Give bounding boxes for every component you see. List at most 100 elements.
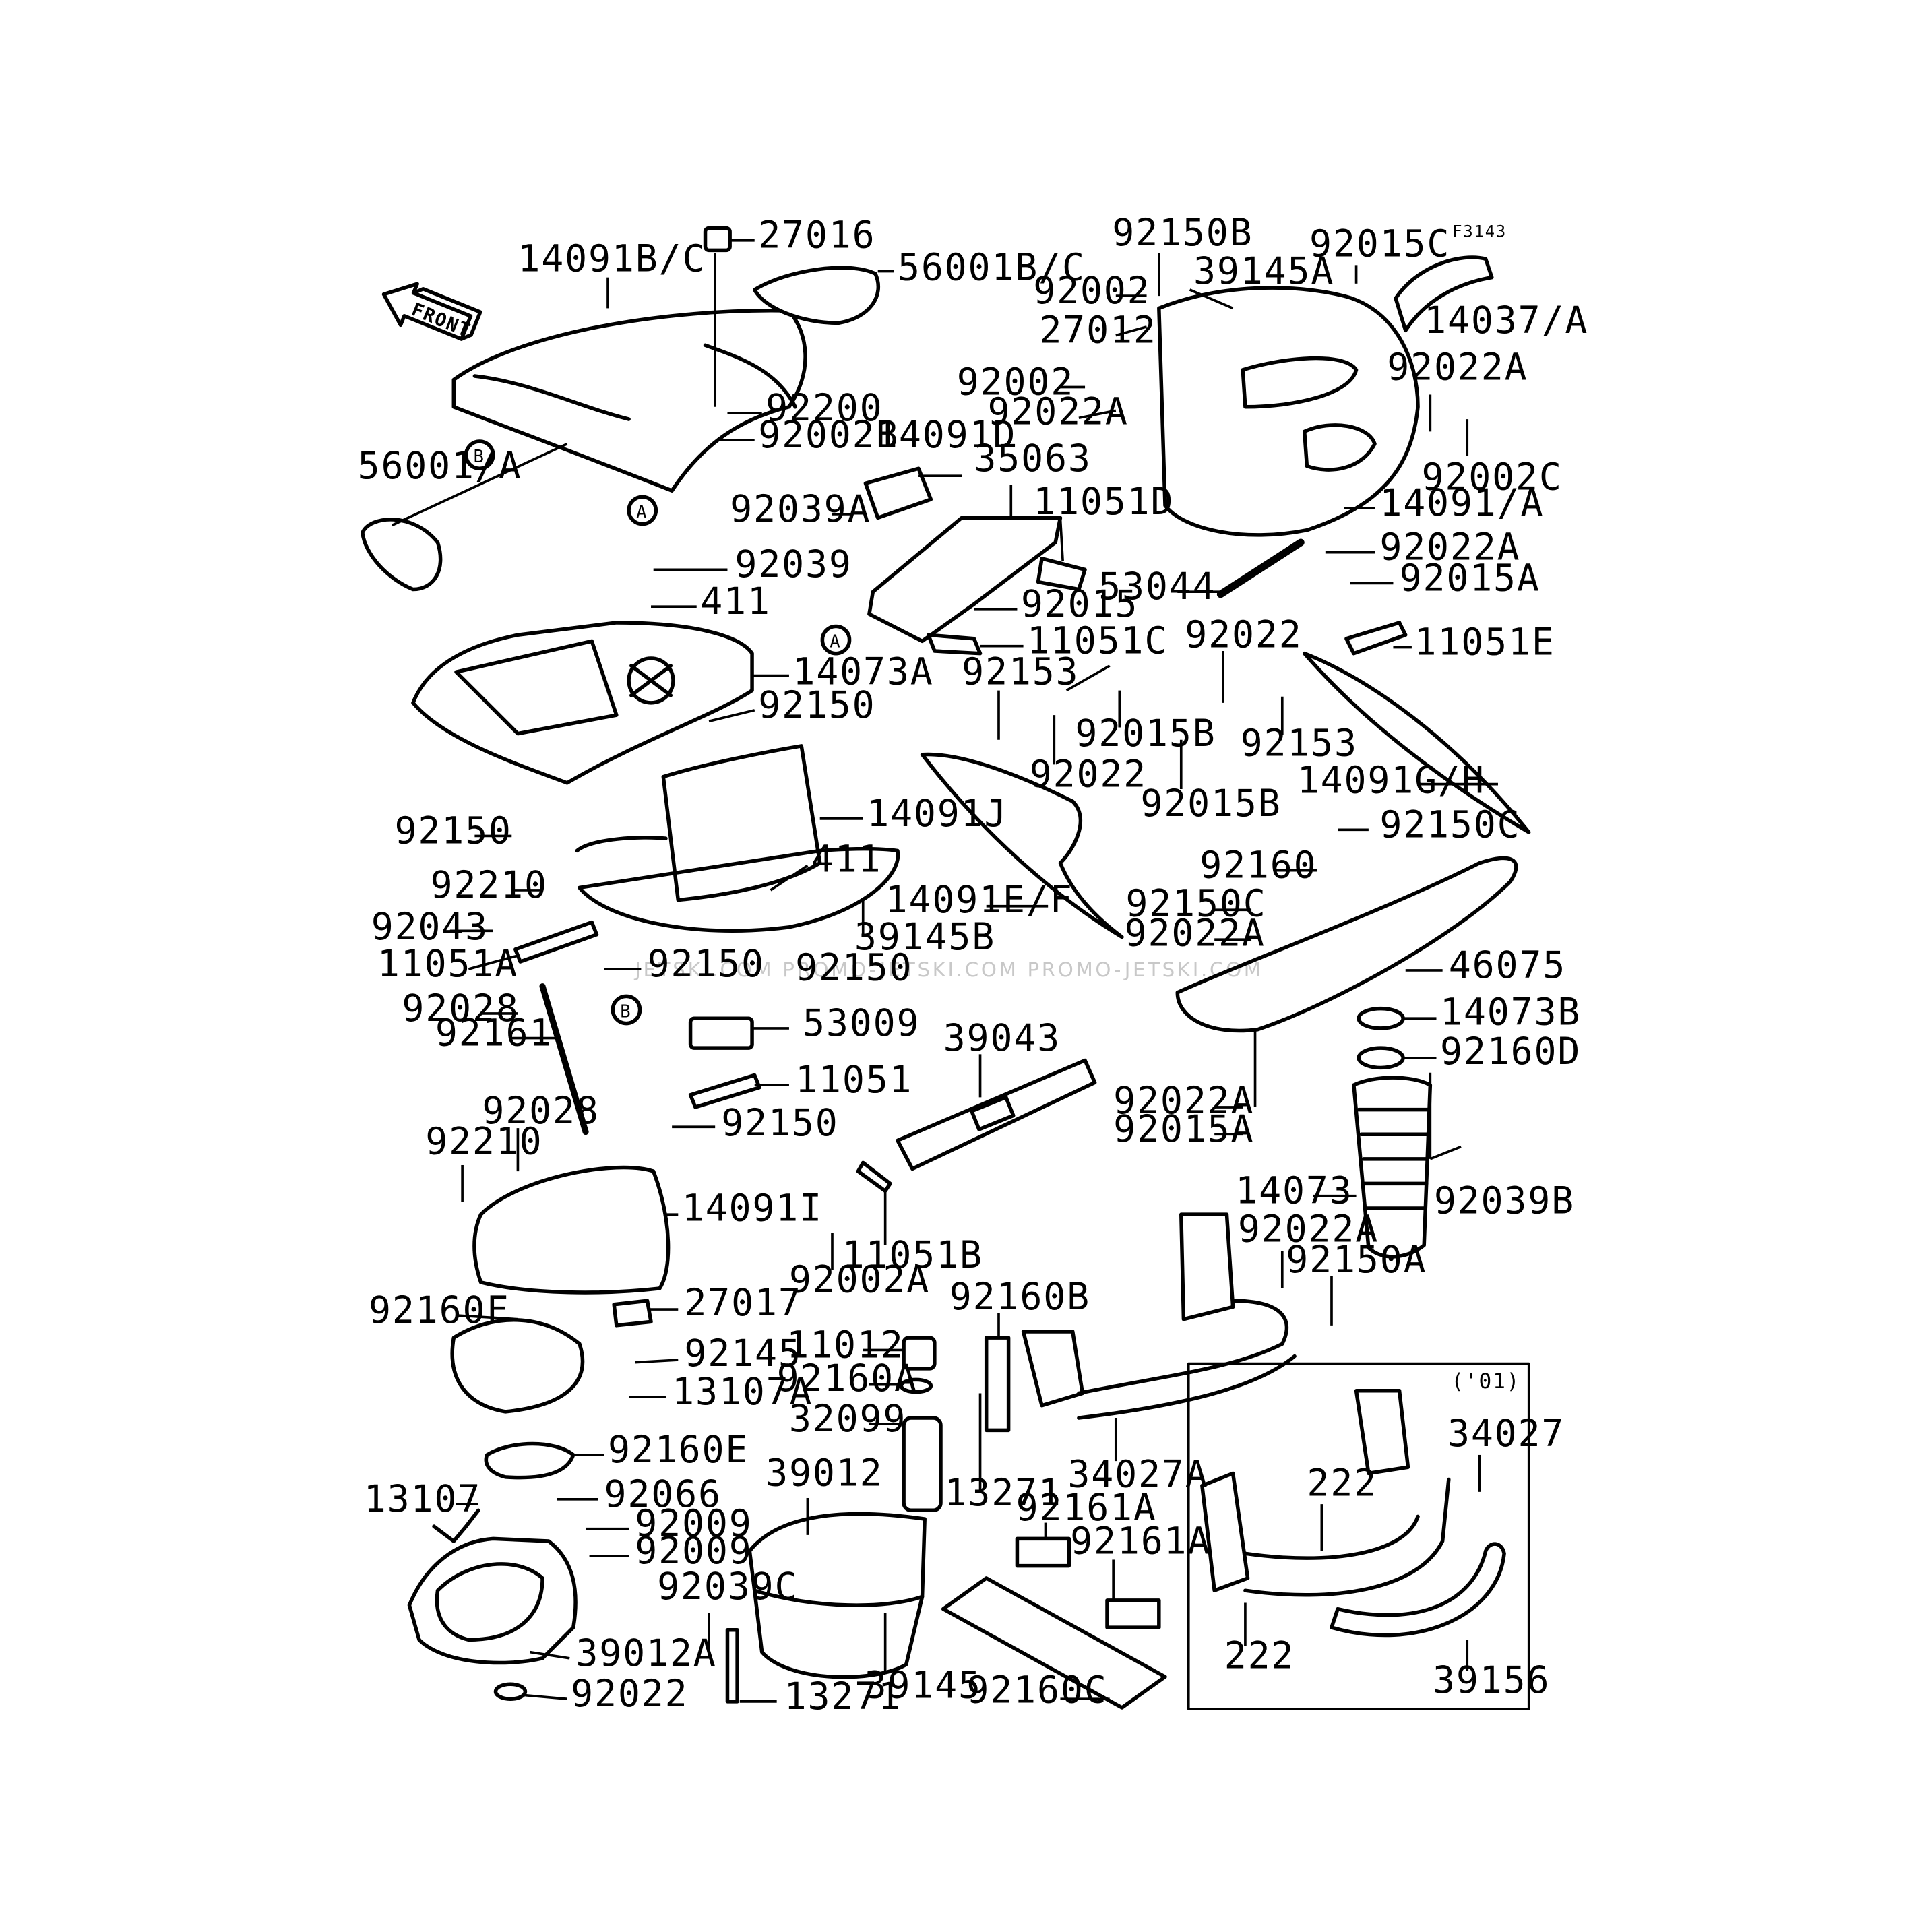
inset-box-01 — [1187, 1362, 1530, 1710]
hood-right-shape — [1157, 286, 1420, 537]
label-92153-b: 92153 — [1241, 722, 1358, 765]
label-39145b: 39145B — [854, 915, 995, 958]
label-92015a-1: 92015A — [1400, 556, 1540, 599]
svg-text:B: B — [474, 447, 485, 467]
svg-text:A: A — [636, 502, 648, 522]
label-92160f: 92160F — [369, 1288, 509, 1332]
label-92022-bottom: 92022 — [571, 1672, 688, 1715]
label-92022-a: 92022 — [1185, 613, 1302, 656]
label-92150-d: 92150 — [795, 946, 912, 989]
label-14091i: 14091I — [682, 1186, 823, 1229]
label-92015: 92015 — [1021, 582, 1138, 625]
label-92160e: 92160E — [608, 1428, 749, 1471]
label-92015b-2: 92015B — [1140, 782, 1281, 825]
latch-53009-shape — [688, 1016, 754, 1050]
label-92150-a: 92150 — [758, 683, 875, 726]
label-92022-b: 92022 — [1030, 752, 1147, 795]
label-39156: 39156 — [1433, 1658, 1550, 1702]
label-222-b: 222 — [1224, 1633, 1295, 1677]
label-92002a: 92002A — [789, 1257, 930, 1301]
label-92028-a: 92028 — [402, 987, 519, 1030]
label-92150c-1: 92150C — [1379, 803, 1520, 846]
callout-b-top: B — [464, 439, 495, 470]
label-92002-a2: 92002 — [957, 360, 1074, 403]
label-92015a-2: 92015A — [1113, 1107, 1254, 1150]
label-92039b: 92039B — [1434, 1179, 1575, 1222]
label-14037a: 14037/A — [1424, 299, 1588, 342]
label-32099: 32099 — [789, 1397, 906, 1440]
label-92022a-3: 92022A — [1379, 526, 1520, 569]
label-34027a: 34027A — [1067, 1453, 1208, 1496]
label-56001bc: 56001B/C — [898, 245, 1086, 288]
label-14073a: 14073A — [792, 650, 933, 693]
label-92002-a1: 92002 — [1033, 269, 1150, 312]
cap-11012-shape — [902, 1336, 937, 1371]
label-39043: 39043 — [943, 1016, 1061, 1059]
label-92150-b: 92150 — [394, 809, 511, 852]
label-14073b: 14073B — [1440, 990, 1581, 1033]
label-56001a: 56001/A — [358, 444, 522, 487]
label-46075: 46075 — [1449, 943, 1566, 987]
label-92210-b: 92210 — [425, 1120, 542, 1163]
label-92022a-6: 92022A — [1113, 1079, 1254, 1122]
hood-cover-inner — [472, 374, 631, 421]
label-92022a-5: 92022A — [1125, 911, 1266, 954]
label-92015c: 92015C — [1309, 222, 1450, 266]
label-92210-a: 92210 — [431, 863, 548, 906]
part-labels: 27016 56001B/C 14091B/C 92200 92002B 560… — [358, 211, 1588, 1718]
label-92066: 92066 — [604, 1472, 722, 1516]
label-92150c-2: 92150C — [1125, 881, 1266, 925]
label-39145: 39145 — [865, 1663, 982, 1706]
label-92150a: 92150A — [1286, 1238, 1427, 1281]
label-92015b-1: 92015B — [1075, 712, 1216, 755]
label-11051e: 11051E — [1414, 621, 1555, 664]
watermark: JETSKI.COM PROMO-JETSKI.COM PROMO-JETSKI… — [633, 958, 1264, 981]
label-92039c: 92039C — [657, 1565, 798, 1608]
label-92161a-1: 92161A — [1016, 1486, 1157, 1529]
label-13271-a: 13271 — [944, 1471, 1061, 1514]
label-92153-a: 92153 — [962, 650, 1079, 693]
side-cover-14091ef-shape — [920, 752, 1124, 939]
label-53009: 53009 — [803, 1001, 920, 1045]
label-13271-b: 13271 — [784, 1675, 902, 1718]
label-92002b: 92002B — [758, 413, 899, 456]
label-14091bc: 14091B/C — [518, 237, 706, 280]
label-11012: 11012 — [786, 1323, 904, 1366]
label-11051d: 11051D — [1033, 480, 1174, 523]
leader-lines — [392, 253, 1498, 1703]
label-92150-e: 92150 — [721, 1101, 838, 1144]
label-11051b: 11051B — [842, 1233, 983, 1276]
label-411-top: 411 — [700, 580, 771, 623]
panel-14091j-shape — [661, 744, 822, 902]
label-27016: 27016 — [758, 214, 875, 257]
hood-cover-shape — [451, 309, 807, 493]
label-92160c: 92160C — [966, 1669, 1107, 1712]
svg-text:A: A — [830, 632, 841, 652]
label-13107a: 13107A — [672, 1370, 813, 1413]
ring-39145b-shape — [575, 836, 900, 933]
label-14091j: 14091J — [867, 792, 1007, 835]
label-14091gh: 14091G/H — [1297, 758, 1485, 801]
label-35063: 35063 — [974, 437, 1091, 480]
label-92150b: 92150B — [1112, 211, 1253, 254]
panel-39043-shape — [896, 1058, 1097, 1171]
bracket-35063-shape — [867, 516, 1063, 644]
label-92022a-7: 92022A — [1238, 1207, 1379, 1250]
callout-a-mid: A — [820, 624, 852, 656]
callout-b-mid: B — [611, 994, 642, 1026]
bellows-14073-shape — [1352, 1076, 1433, 1259]
label-53044: 53044 — [1098, 565, 1216, 608]
label-14073: 14073 — [1235, 1169, 1352, 1212]
label-92145: 92145 — [684, 1332, 801, 1375]
label-92160b: 92160B — [949, 1275, 1090, 1318]
label-92022a-2: 92022A — [1387, 346, 1528, 389]
label-92039: 92039 — [735, 542, 852, 586]
label-92160a: 92160A — [777, 1357, 918, 1400]
label-27017: 27017 — [684, 1281, 801, 1324]
label-92022a-1: 92022A — [988, 389, 1129, 433]
label-14091a: 14091/A — [1379, 481, 1544, 524]
label-92043: 92043 — [371, 905, 489, 948]
label-92009-b: 92009 — [635, 1529, 752, 1572]
label-92161: 92161 — [435, 1011, 553, 1055]
